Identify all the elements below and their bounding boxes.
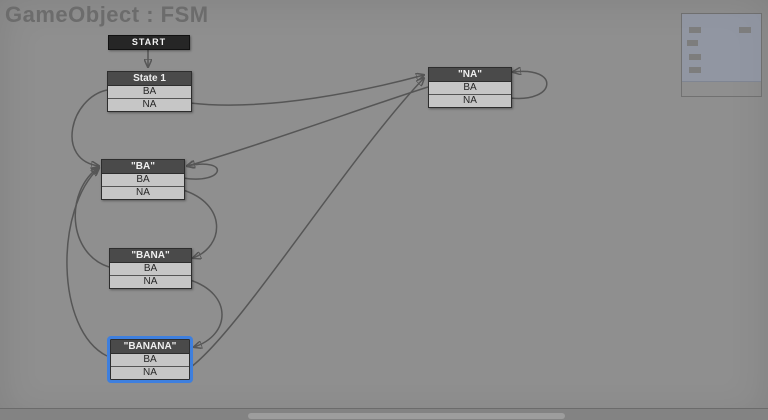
edge-state1-ba-to-ba: [71, 89, 108, 166]
transition-row-ba[interactable]: BA: [429, 82, 511, 94]
state-node-title[interactable]: "NA": [429, 68, 511, 82]
transition-row-na[interactable]: NA: [108, 98, 191, 111]
state-node-title[interactable]: "BANA": [110, 249, 191, 263]
state-node-banana[interactable]: "BANANA" BA NA: [107, 336, 193, 383]
transition-row-na[interactable]: NA: [111, 366, 189, 379]
edge-ba-ba-self-loop: [182, 164, 219, 180]
transition-row-ba[interactable]: BA: [102, 174, 184, 186]
horizontal-scrollbar-track[interactable]: [0, 408, 768, 420]
edge-bana-na-to-banana: [189, 279, 223, 347]
state-node-title[interactable]: State 1: [108, 72, 191, 86]
edge-banana-na-to-na: [190, 78, 424, 368]
minimap-node-marker: [689, 27, 701, 33]
state-node-title[interactable]: "BANANA": [111, 340, 189, 354]
state-node-title[interactable]: "BA": [102, 160, 184, 174]
graph-title: GameObject : FSM: [5, 2, 209, 27]
state-node-state1[interactable]: State 1 BA NA: [107, 71, 192, 112]
horizontal-scrollbar-thumb[interactable]: [248, 413, 565, 419]
transition-row-ba[interactable]: BA: [110, 263, 191, 275]
state-node-ba[interactable]: "BA" BA NA: [101, 159, 185, 200]
transition-row-na[interactable]: NA: [429, 94, 511, 107]
minimap-node-marker: [687, 40, 698, 46]
transition-row-na[interactable]: NA: [110, 275, 191, 288]
start-node[interactable]: START: [108, 35, 190, 50]
minimap-node-marker: [739, 27, 751, 33]
minimap-node-marker: [689, 54, 701, 60]
minimap-node-marker: [689, 67, 701, 73]
state-node-bana[interactable]: "BANA" BA NA: [109, 248, 192, 289]
state-node-na[interactable]: "NA" BA NA: [428, 67, 512, 108]
minimap[interactable]: [681, 13, 762, 97]
transition-row-na[interactable]: NA: [102, 186, 184, 199]
edge-na-na-self-loop: [509, 71, 548, 100]
transition-row-ba[interactable]: BA: [111, 354, 189, 366]
edge-state1-na-to-na: [189, 75, 424, 106]
transition-row-ba[interactable]: BA: [108, 86, 191, 98]
edge-na-ba-to-ba: [187, 86, 429, 166]
